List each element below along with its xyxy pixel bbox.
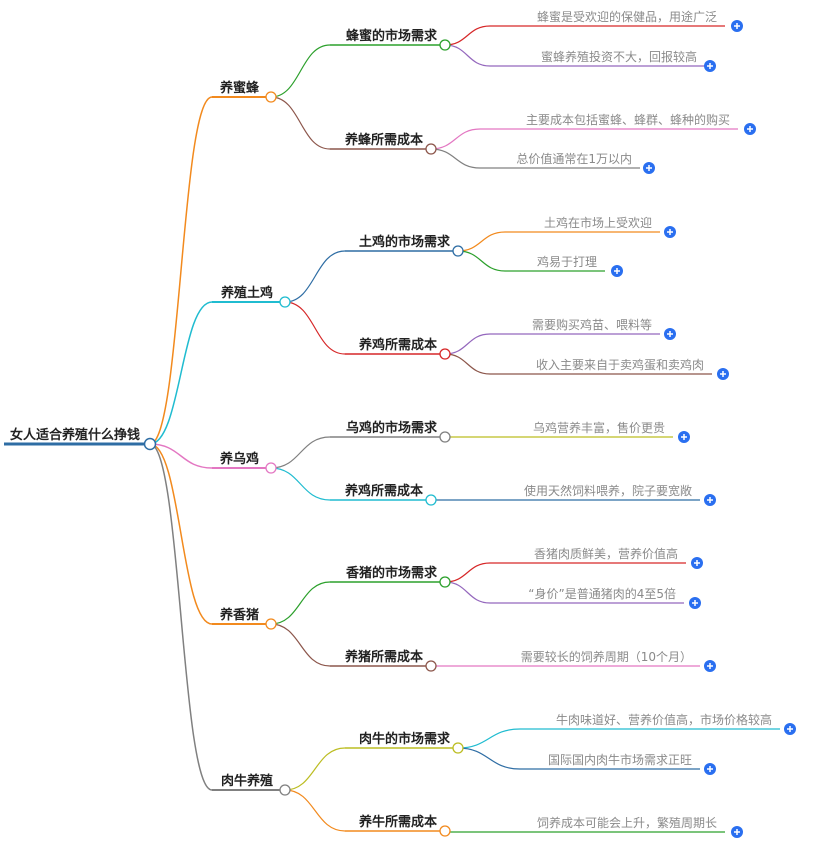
plus-glyph-icon[interactable] — [720, 371, 726, 377]
leaf-connector — [444, 25, 491, 46]
subtopic-label[interactable]: 养蜂所需成本 — [344, 132, 423, 148]
plus-glyph-icon[interactable] — [707, 663, 713, 669]
plus-glyph-icon[interactable] — [614, 268, 620, 274]
subtopic-label[interactable]: 肉牛的市场需求 — [359, 731, 451, 747]
collapse-toggle[interactable] — [425, 660, 437, 672]
subtopic-label[interactable]: 养牛所需成本 — [358, 814, 437, 830]
collapse-toggle[interactable] — [265, 462, 277, 474]
leaf-label: 需要较长的饲养周期（10个月） — [521, 649, 692, 664]
plus-glyph-icon[interactable] — [667, 331, 673, 337]
collapse-toggle[interactable] — [439, 39, 451, 51]
branch-label[interactable]: 养香猪 — [219, 607, 259, 623]
subtopic-label[interactable]: 香猪的市场需求 — [345, 565, 438, 581]
branch-label[interactable]: 肉牛养殖 — [221, 773, 273, 789]
plus-glyph-icon[interactable] — [707, 497, 713, 503]
leaf-label: 收入主要来自于卖鸡蛋和卖鸡肉 — [536, 357, 704, 372]
leaf-connector — [444, 353, 491, 375]
subtopic-connector — [270, 467, 331, 501]
leaf-label: 乌鸡营养丰富，售价更贵 — [533, 420, 665, 435]
leaf-label: 牛肉味道好、营养价值高，市场价格较高 — [556, 712, 772, 727]
leaf-connector — [457, 728, 521, 749]
subtopic-connector — [270, 436, 331, 469]
subtopic-label[interactable]: 蜂蜜的市场需求 — [346, 28, 438, 44]
collapse-toggle[interactable] — [265, 618, 277, 630]
subtopic-connector — [270, 623, 331, 667]
collapse-toggle[interactable] — [279, 296, 291, 308]
leaf-label: 主要成本包括蜜蜂、蜂群、蜂种的购买 — [526, 112, 730, 127]
branch-label[interactable]: 养殖土鸡 — [220, 285, 273, 301]
subtopic-connector — [270, 44, 331, 98]
subtopic-connector — [284, 789, 346, 832]
collapse-toggle[interactable] — [265, 91, 277, 103]
branch-label[interactable]: 养蜜蜂 — [219, 80, 260, 96]
subtopic-connector — [270, 96, 331, 150]
collapse-toggle[interactable] — [143, 437, 157, 451]
collapse-toggle[interactable] — [439, 348, 451, 360]
leaf-label: 国际国内肉牛市场需求正旺 — [548, 752, 692, 767]
subtopic-label[interactable]: 土鸡的市场需求 — [359, 234, 451, 250]
collapse-toggle[interactable] — [439, 825, 451, 837]
branch-connector — [149, 96, 213, 445]
plus-glyph-icon[interactable] — [734, 23, 740, 29]
subtopic-label[interactable]: 养鸡所需成本 — [358, 337, 437, 353]
leaf-label: “身价”是普通猪肉的4至5倍 — [528, 586, 676, 601]
plus-glyph-icon[interactable] — [646, 165, 652, 171]
leaf-connector — [444, 333, 491, 355]
subtopic-connector — [284, 301, 346, 355]
leaf-label: 鸡易于打理 — [537, 254, 597, 269]
root-topic[interactable]: 女人适合养殖什么挣钱 — [10, 427, 140, 443]
leaf-label: 蜂蜜是受欢迎的保健品，用途广泛 — [537, 9, 717, 24]
collapse-toggle[interactable] — [439, 431, 451, 443]
leaf-connector — [457, 231, 506, 252]
collapse-toggle[interactable] — [425, 494, 437, 506]
leaf-label: 土鸡在市场上受欢迎 — [544, 215, 652, 230]
plus-glyph-icon[interactable] — [707, 766, 713, 772]
branch-label[interactable]: 养乌鸡 — [219, 451, 259, 467]
leaf-connector — [430, 148, 481, 169]
branch-connector — [149, 443, 213, 791]
plus-glyph-icon[interactable] — [667, 229, 673, 235]
plus-glyph-icon[interactable] — [681, 434, 687, 440]
plus-glyph-icon[interactable] — [787, 726, 793, 732]
subtopic-label[interactable]: 乌鸡的市场需求 — [346, 420, 438, 436]
subtopic-label[interactable]: 养猪所需成本 — [344, 649, 423, 665]
leaf-connector — [444, 562, 491, 583]
plus-glyph-icon[interactable] — [707, 63, 713, 69]
subtopic-connector — [284, 250, 346, 303]
leaf-label: 使用天然饲料喂养，院子要宽敞 — [524, 483, 692, 498]
collapse-toggle[interactable] — [279, 784, 291, 796]
subtopic-label[interactable]: 养鸡所需成本 — [344, 483, 423, 499]
leaf-label: 香猪肉质鲜美，营养价值高 — [534, 546, 678, 561]
collapse-toggle[interactable] — [425, 143, 437, 155]
plus-glyph-icon[interactable] — [747, 126, 753, 132]
plus-glyph-icon[interactable] — [694, 560, 700, 566]
leaf-connector — [457, 250, 506, 272]
leaf-label: 需要购买鸡苗、喂料等 — [532, 317, 652, 332]
collapse-toggle[interactable] — [452, 742, 464, 754]
leaf-connector — [457, 747, 521, 770]
leaf-connector — [444, 581, 491, 604]
plus-glyph-icon[interactable] — [692, 600, 698, 606]
subtopic-connector — [270, 581, 331, 625]
collapse-toggle[interactable] — [439, 576, 451, 588]
leaf-label: 蜜蜂养殖投资不大，回报较高 — [541, 49, 697, 64]
leaf-label: 饲养成本可能会上升，繁殖周期长 — [537, 815, 717, 830]
branch-connector — [149, 301, 213, 445]
subtopic-connector — [284, 747, 346, 791]
plus-glyph-icon[interactable] — [734, 829, 740, 835]
branch-connector — [149, 443, 213, 625]
branch-connector — [149, 443, 213, 469]
leaf-connector — [444, 44, 491, 67]
collapse-toggle[interactable] — [452, 245, 464, 257]
leaf-label: 总价值通常在1万以内 — [516, 151, 632, 166]
leaf-connector — [430, 128, 481, 150]
